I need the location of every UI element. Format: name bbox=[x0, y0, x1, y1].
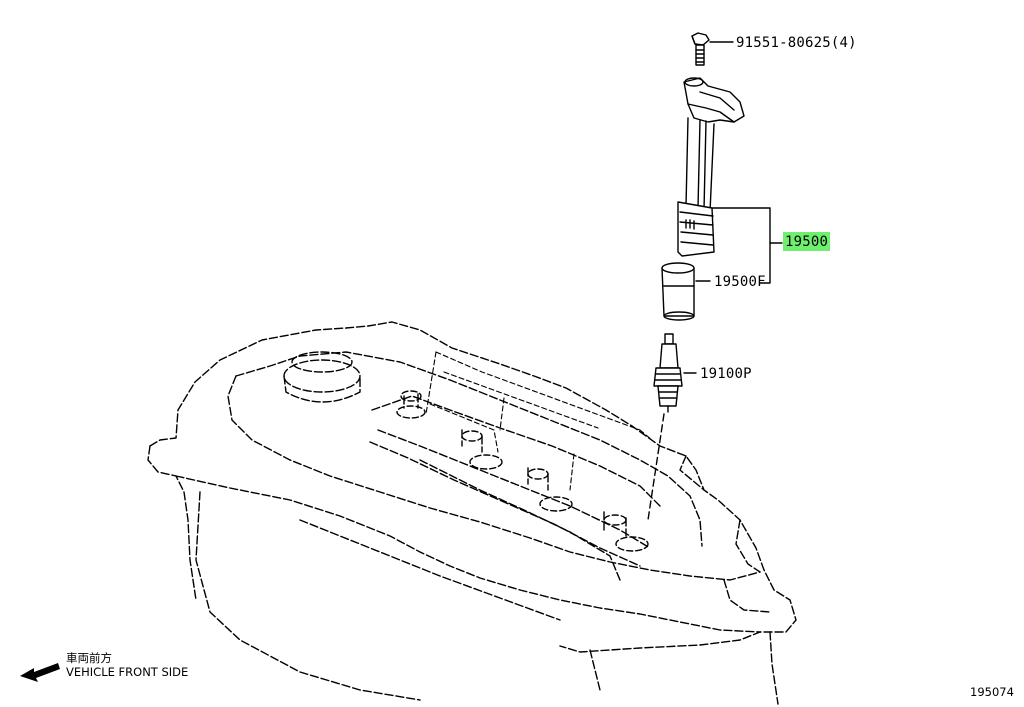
ignition-coil-highlight: 19500 bbox=[783, 232, 831, 251]
bolt-icon bbox=[691, 32, 734, 66]
ignition-coil-part-number[interactable]: 19500 bbox=[783, 232, 831, 251]
plug-hole-icons bbox=[396, 390, 649, 552]
front-arrow-icon bbox=[20, 663, 60, 682]
front-direction-japanese: 車両前方 bbox=[66, 651, 112, 665]
spark-plug-icon bbox=[653, 333, 697, 413]
spark-plug-part-number[interactable]: 19100P bbox=[700, 366, 752, 382]
coil-boot-icon bbox=[661, 262, 711, 321]
ignition-coil-icon bbox=[677, 77, 745, 257]
centerline bbox=[647, 413, 665, 521]
coil-boot-part-number[interactable]: 19500F bbox=[714, 274, 766, 290]
bolt-part-number[interactable]: 91551-80625(4) bbox=[736, 35, 857, 51]
cylinder-head-icon bbox=[147, 321, 797, 705]
coil-phantom-lines bbox=[425, 351, 653, 491]
coil-leader-bracket bbox=[711, 207, 783, 284]
oil-cap-icon bbox=[283, 351, 361, 403]
front-direction-english: VEHICLE FRONT SIDE bbox=[66, 665, 189, 679]
diagram-code: 195074 bbox=[970, 685, 1014, 699]
